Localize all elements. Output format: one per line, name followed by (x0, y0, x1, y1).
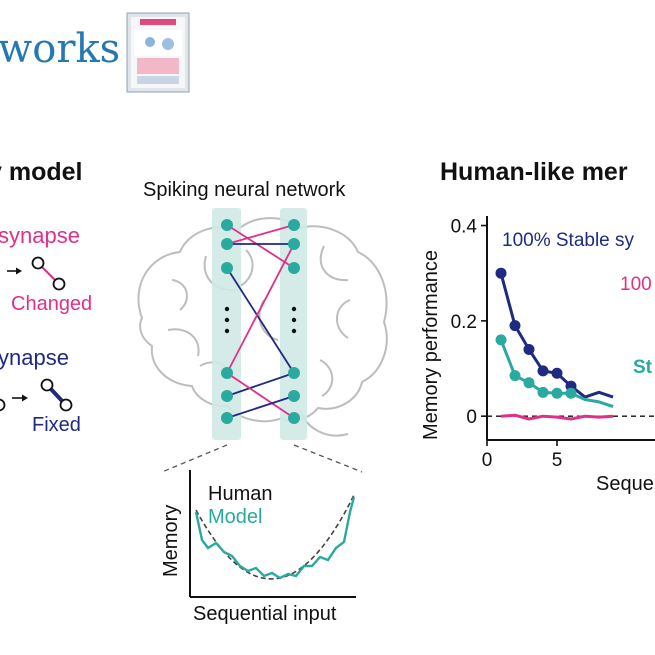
data-point (551, 387, 563, 399)
changed-synapse-heading: synapse (0, 223, 80, 248)
chart-xlabel: Seque (596, 473, 654, 495)
neuron (288, 238, 300, 250)
neuron (221, 219, 233, 231)
data-point (495, 334, 507, 346)
data-point (565, 387, 577, 399)
model-curve (194, 496, 356, 580)
changed-synapse-diagram (7, 256, 66, 291)
neuron (221, 412, 233, 424)
neuron (288, 219, 300, 231)
annotation-changed: 100 (620, 274, 652, 295)
inset-legend-model: Model (208, 506, 262, 528)
y-tick-label: 0.4 (451, 217, 478, 238)
center-panel-title: Spiking neural network (143, 179, 346, 201)
neuron (221, 367, 233, 379)
neuron (221, 262, 233, 274)
neuron (221, 238, 233, 250)
journal-title: works (0, 26, 120, 72)
inset-legend-human: Human (208, 483, 272, 505)
journal-cover-thumbnail (126, 12, 190, 93)
x-tick-label: 5 (552, 450, 563, 471)
inset-plot: Human Model Memory Sequential input (160, 470, 356, 625)
annotation-stable: 100% Stable sy (502, 230, 635, 251)
input-neuron-column (212, 208, 241, 440)
data-point (551, 367, 563, 379)
zoom-line-right (293, 444, 363, 473)
data-point (495, 267, 507, 279)
neuron (221, 390, 233, 402)
arrow-icon (22, 394, 28, 402)
neuron (288, 412, 300, 424)
inset-ylabel: Memory (160, 505, 182, 577)
annotation-st: St (633, 357, 653, 378)
changed-label: Changed (11, 293, 92, 315)
neuron (288, 262, 300, 274)
synapse-connections (226, 224, 295, 419)
y-tick-label: 0 (466, 407, 477, 428)
memory-performance-chart: 0 0.2 0.4 0 5 (451, 216, 655, 471)
data-point (537, 365, 549, 377)
ellipsis-dots (224, 306, 297, 334)
human-curve (195, 494, 355, 580)
data-point (523, 343, 535, 355)
fixed-label: Fixed (32, 414, 81, 436)
series-line (500, 413, 614, 421)
data-point (509, 370, 521, 382)
data-point (509, 320, 521, 332)
zoom-line-left (161, 444, 228, 473)
right-panel-title: Human-like mer (440, 158, 628, 186)
output-neuron-column (280, 208, 307, 440)
y-tick-label: 0.2 (451, 312, 477, 333)
output-neurons (288, 219, 300, 424)
input-neurons (221, 219, 233, 424)
arrow-icon (16, 267, 22, 275)
inset-xlabel: Sequential input (193, 603, 337, 625)
neuron (288, 367, 300, 379)
data-point (537, 386, 549, 398)
fixed-synapse-diagram (0, 378, 73, 412)
x-tick-label: 0 (482, 450, 493, 471)
data-point (523, 377, 535, 389)
left-panel-title: y model (0, 158, 82, 186)
chart-ylabel: Memory performance (420, 250, 442, 440)
neuron (288, 390, 300, 402)
brain-outline-icon (137, 217, 388, 437)
fixed-synapse-heading: ynapse (0, 345, 69, 370)
